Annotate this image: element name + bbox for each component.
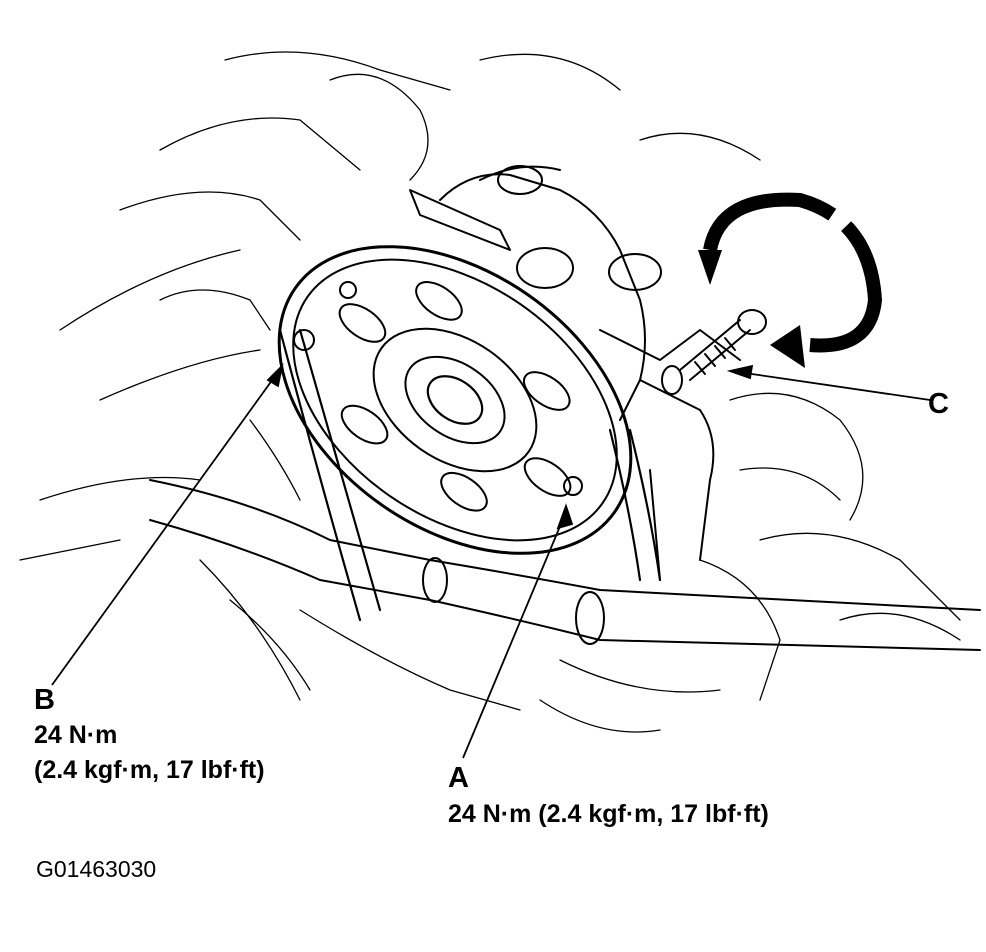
callout-b-torque-nm: 24 N·m (34, 721, 118, 749)
rotation-arrow (698, 192, 883, 368)
hose-lines (149, 479, 981, 651)
callout-c-letter: C (928, 388, 949, 420)
leader-lines (51, 363, 931, 759)
leader-line-c (737, 371, 931, 401)
callout-b-letter: B (34, 684, 55, 716)
pulley-bolts (293, 281, 583, 496)
figure-id: G01463030 (36, 856, 157, 882)
leader-line-b (51, 371, 279, 686)
engine-background-lines (19, 51, 961, 733)
callout-a-torque: 24 N·m (2.4 kgf·m, 17 lbf·ft) (448, 800, 769, 828)
pump-body (409, 165, 741, 581)
callout-b-torque-conversions: (2.4 kgf·m, 17 lbf·ft) (34, 756, 265, 784)
pulley (277, 245, 633, 555)
leader-line-a (462, 511, 567, 759)
callout-a-letter: A (448, 762, 469, 794)
adjusting-bolt-c (661, 309, 767, 395)
